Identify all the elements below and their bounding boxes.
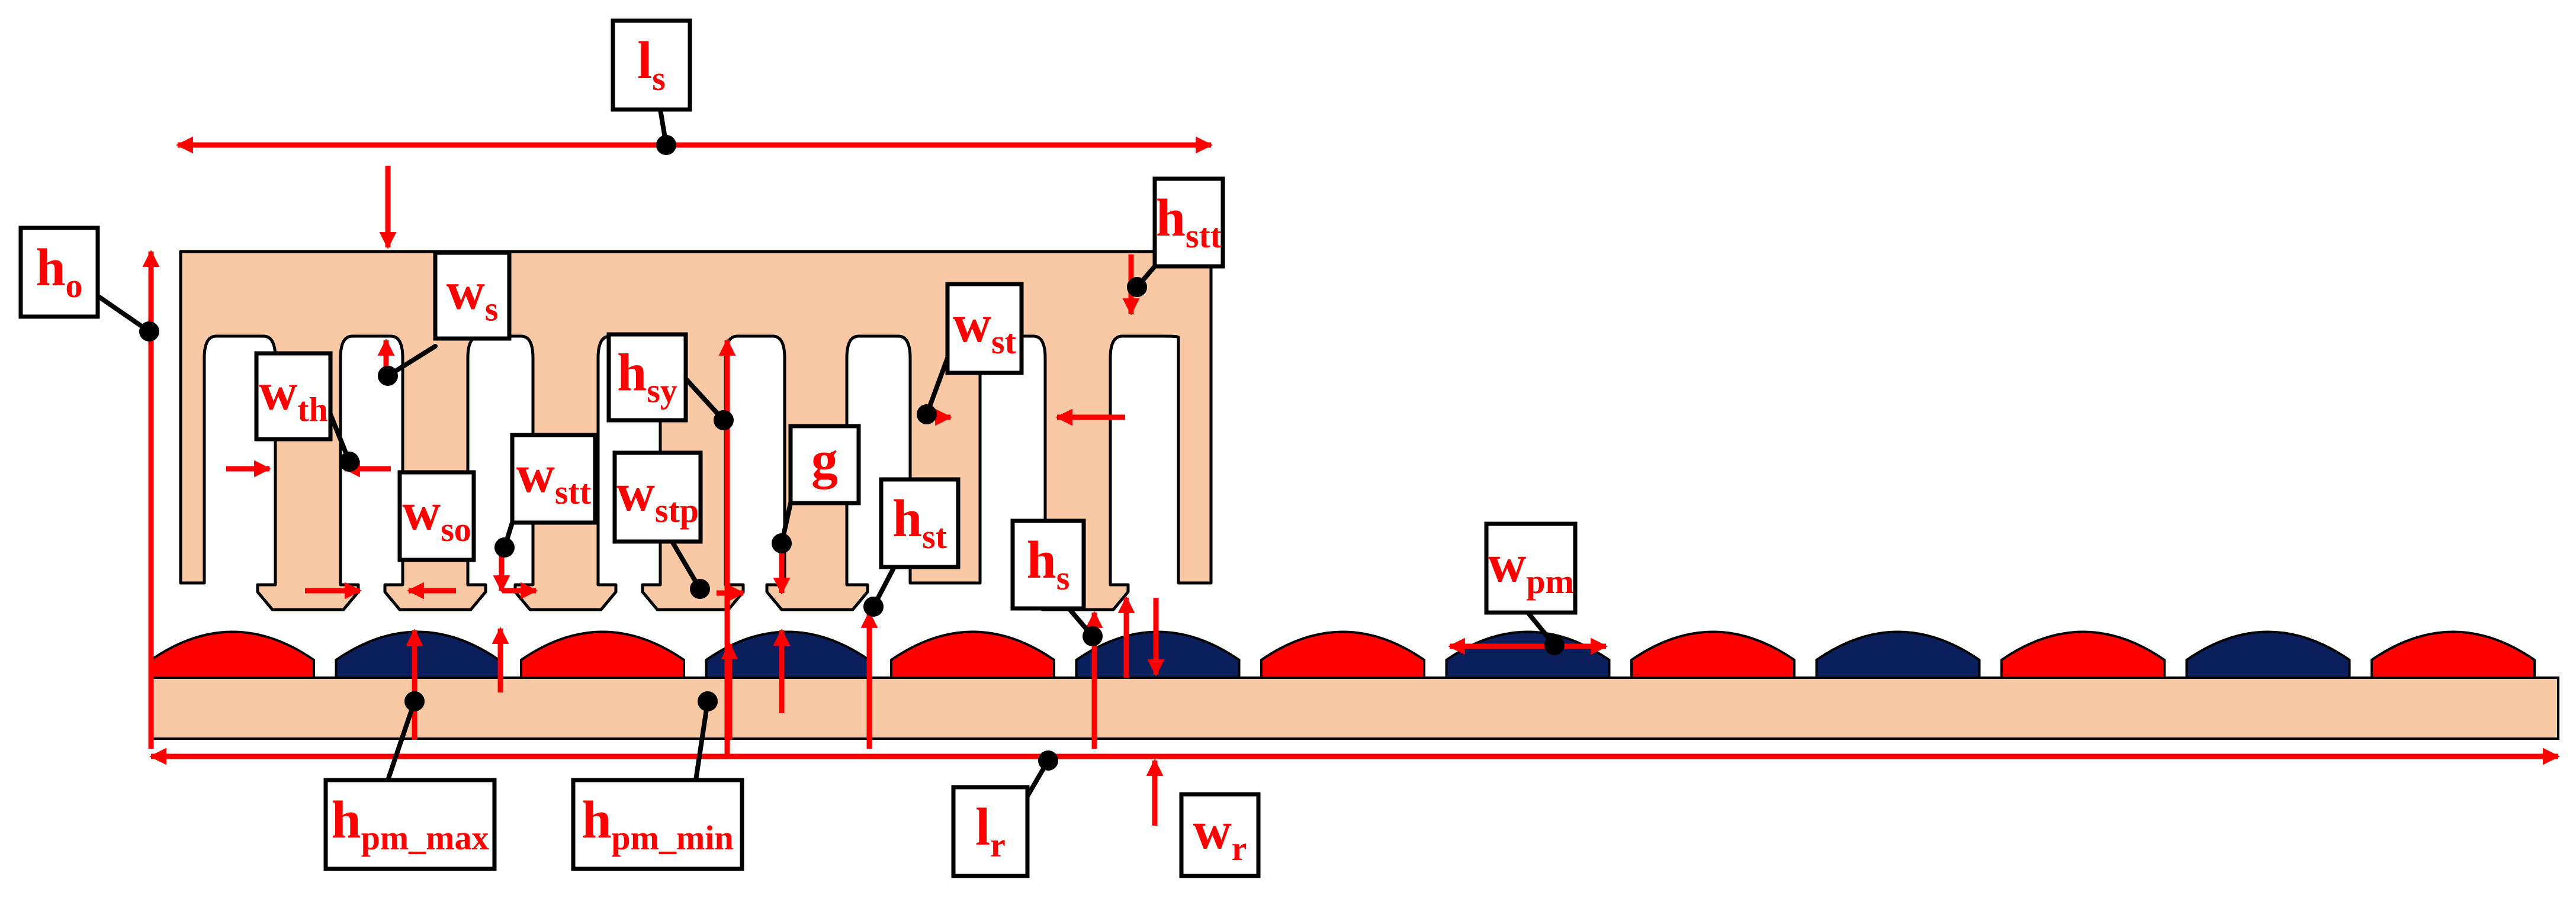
label-wst: wst xyxy=(945,282,1024,375)
dimension-labels: ls ho ws hstt wth hsy wst wstt g wso wstp hst hs wpm h… xyxy=(18,18,1578,878)
label-wth: wth xyxy=(254,351,333,442)
label-text-ws: ws xyxy=(447,262,499,328)
magnet-north xyxy=(1260,630,1425,679)
leader-dot-hpm-max xyxy=(404,691,425,711)
magnet-north xyxy=(2371,630,2536,679)
magnet-north xyxy=(890,630,1055,679)
leader-dot-hstt xyxy=(1127,277,1147,297)
leader-dot-wstp xyxy=(690,579,710,599)
label-wso: wso xyxy=(397,470,476,562)
leader-dot-hpm-min xyxy=(698,691,718,711)
leader-dot-hs xyxy=(1083,626,1103,646)
label-hst: hst xyxy=(879,477,961,569)
label-text-hpm-max: hpm_max xyxy=(332,791,489,857)
label-text-g: g xyxy=(811,431,838,489)
label-text-wstt: wstt xyxy=(516,445,592,511)
dimension-lines xyxy=(142,136,2560,826)
label-text-wpm: wpm xyxy=(1488,534,1574,601)
label-ws: ws xyxy=(433,250,512,341)
label-text-hs: hs xyxy=(1027,531,1070,597)
label-hsy: hsy xyxy=(606,332,688,423)
label-hs: hs xyxy=(1010,518,1086,611)
magnet-south xyxy=(335,630,500,679)
label-text-wst: wst xyxy=(953,295,1017,361)
leader-dot-wst xyxy=(917,404,937,424)
leader-dot-hsy xyxy=(714,410,734,430)
leader-hpm-min xyxy=(693,699,710,782)
label-text-wso: wso xyxy=(402,482,471,549)
label-wstp: wstp xyxy=(612,450,703,544)
label-text-hpm-min: hpm_min xyxy=(582,791,733,857)
label-text-ls: ls xyxy=(637,31,666,98)
leader-hpm-max xyxy=(386,699,417,782)
label-wr: wr xyxy=(1179,792,1261,878)
label-wpm: wpm xyxy=(1484,521,1578,615)
permanent-magnets xyxy=(150,630,2536,679)
magnet-south xyxy=(2185,630,2351,679)
leader-dot-ho xyxy=(139,321,159,342)
label-text-ho: ho xyxy=(36,239,82,305)
magnet-north xyxy=(2000,630,2166,679)
label-hpm-max: hpm_max xyxy=(323,778,497,871)
magnet-north xyxy=(1630,630,1796,679)
leader-dot-wth xyxy=(339,452,359,472)
label-text-wr: wr xyxy=(1193,801,1247,868)
label-text-lr: lr xyxy=(975,798,1006,864)
label-ls: ls xyxy=(611,18,692,112)
leader-dot-hst xyxy=(863,597,884,617)
magnet-north xyxy=(520,630,685,679)
label-text-wstp: wstp xyxy=(616,463,699,530)
label-text-hsy: hsy xyxy=(617,344,677,410)
label-g: g xyxy=(788,424,861,505)
leader-dot-g xyxy=(772,533,792,553)
label-wstt: wstt xyxy=(510,433,598,525)
magnet-north xyxy=(150,630,315,679)
label-text-wth: wth xyxy=(259,363,328,429)
label-hstt: hstt xyxy=(1152,176,1225,269)
label-ho: ho xyxy=(18,226,100,319)
leader-dot-wpm xyxy=(1544,635,1565,655)
magnet-south xyxy=(1815,630,1981,679)
leader-lines xyxy=(95,107,1565,798)
leader-dot-wstt xyxy=(494,537,515,558)
leader-dot-lr xyxy=(1038,750,1058,771)
label-text-hstt: hstt xyxy=(1156,189,1222,255)
label-text-hst: hst xyxy=(892,489,947,556)
magnet-south xyxy=(1445,630,1611,679)
label-hpm-min: hpm_min xyxy=(571,778,744,871)
rotor-back-iron xyxy=(150,676,2559,740)
label-lr: lr xyxy=(951,785,1030,878)
leader-dot-ws xyxy=(378,366,398,386)
leader-dot-ls xyxy=(656,135,676,155)
leader-ho xyxy=(95,294,152,334)
